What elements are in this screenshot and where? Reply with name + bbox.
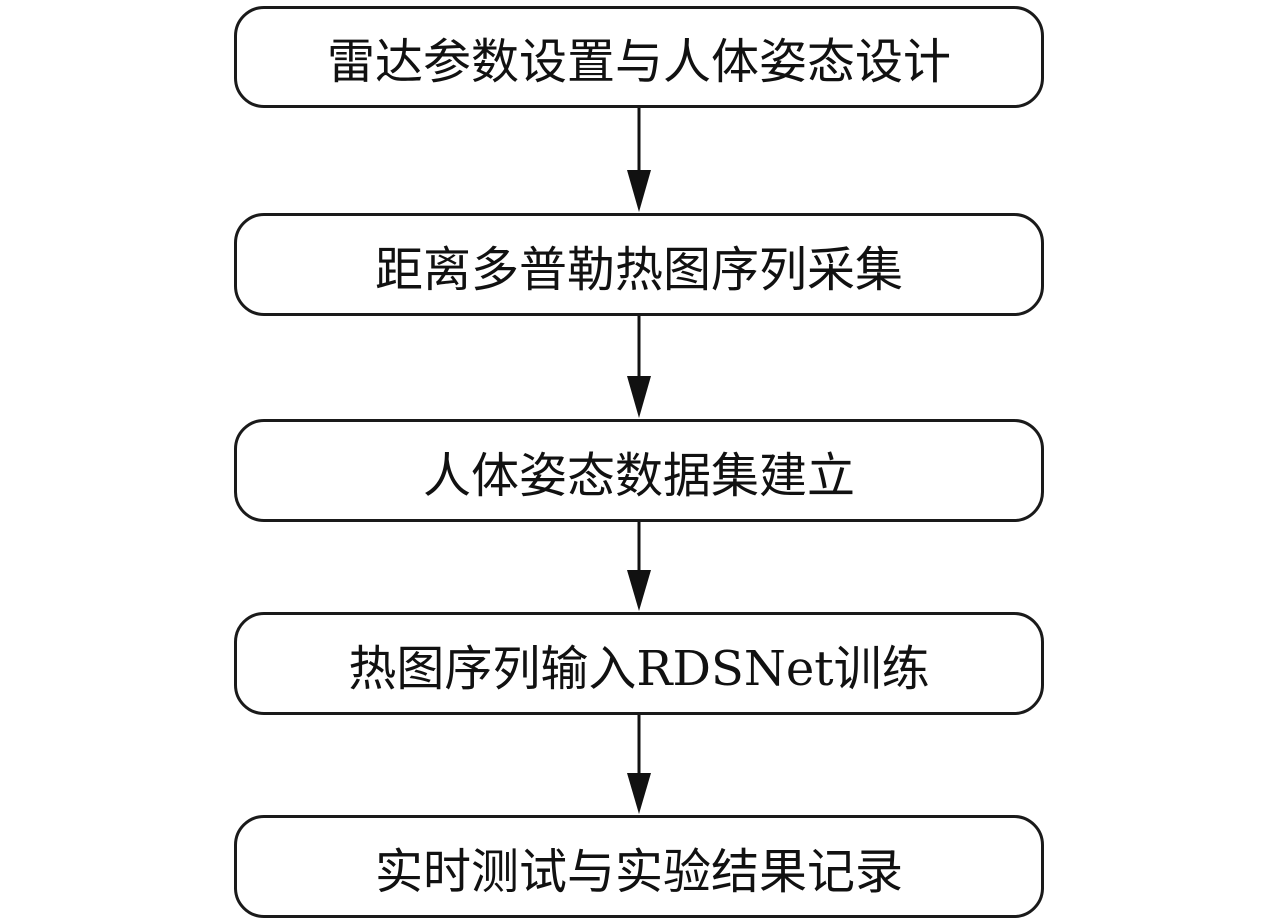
step-label: 实时测试与实验结果记录 — [374, 843, 903, 900]
step-rdsnet-training: 热图序列输入RDSNet训练 — [234, 612, 1044, 715]
step-label: 人体姿态数据集建立 — [422, 447, 855, 504]
arrow-4-to-5 — [627, 715, 651, 814]
step-label: 雷达参数设置与人体姿态设计 — [326, 34, 951, 90]
arrow-3-to-4 — [627, 522, 651, 611]
step-realtime-testing: 实时测试与实验结果记录 — [234, 815, 1044, 918]
step-label: 热图序列输入RDSNet训练 — [348, 640, 930, 697]
arrow-2-to-3 — [627, 316, 651, 418]
arrow-1-to-2 — [627, 108, 651, 212]
step-heatmap-collection: 距离多普勒热图序列采集 — [234, 213, 1044, 316]
step-dataset-building: 人体姿态数据集建立 — [234, 419, 1044, 522]
step-radar-setup: 雷达参数设置与人体姿态设计 — [234, 6, 1044, 108]
step-label: 距离多普勒热图序列采集 — [374, 241, 903, 298]
